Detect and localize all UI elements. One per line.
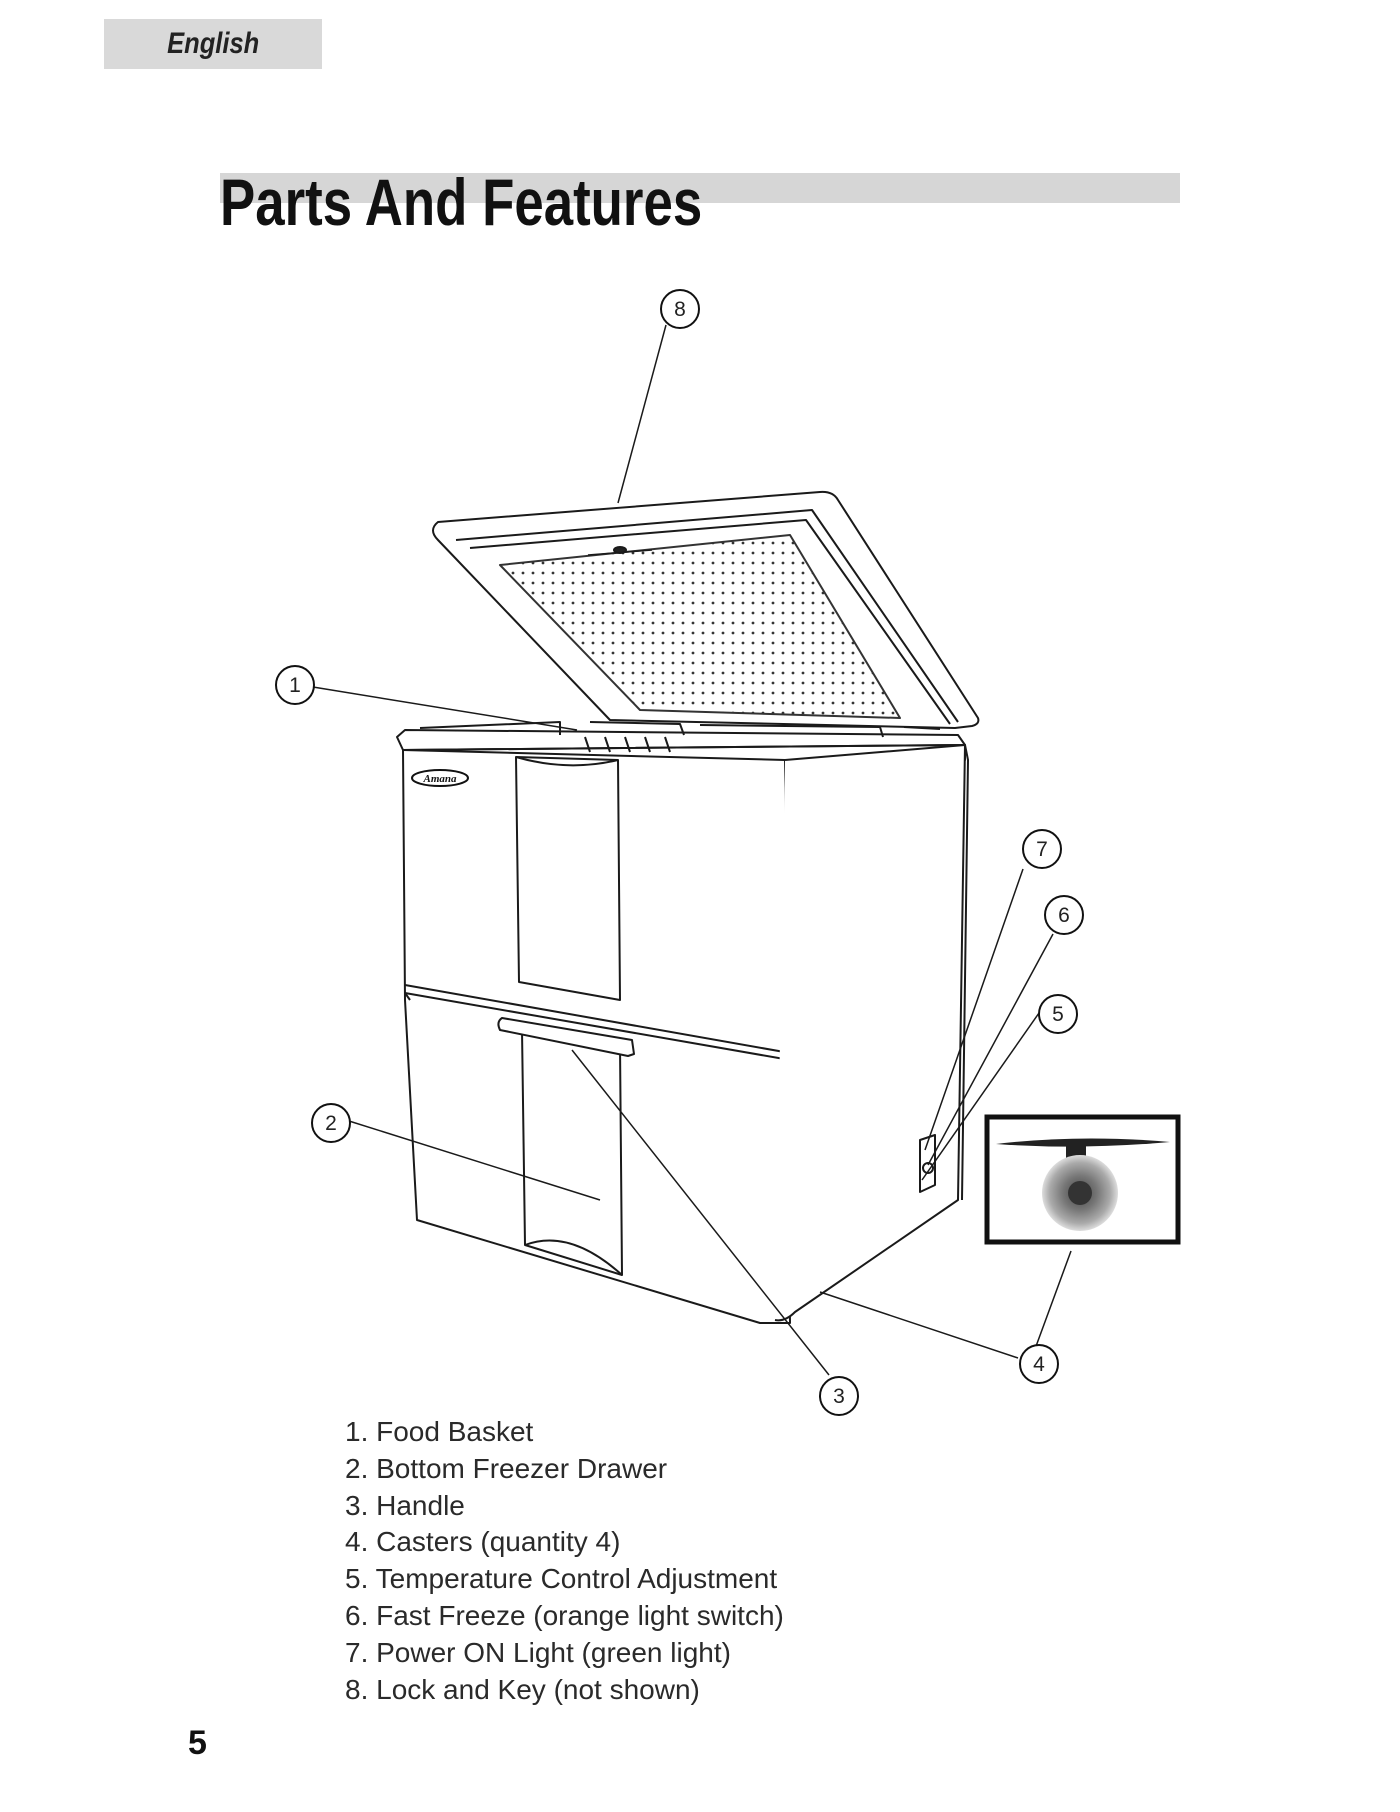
callout-6: 6 [1044, 895, 1084, 935]
cabinet-side [774, 744, 969, 1322]
language-tab: English [104, 19, 322, 69]
callout-5: 5 [1038, 994, 1078, 1034]
leader-lines [312, 324, 1072, 1376]
callout-2: 2 [311, 1103, 351, 1143]
part-temperature-control: 5. Temperature Control Adjustment [345, 1563, 778, 1595]
svg-text:3: 3 [833, 1385, 845, 1408]
part-food-basket: 1. Food Basket [345, 1416, 534, 1447]
part-power-on-light: 7. Power ON Light (green light) [345, 1636, 731, 1668]
page-title: Parts And Features [220, 165, 703, 239]
callout-3: 3 [819, 1376, 859, 1416]
part-casters: 4. Casters (quantity 4) [345, 1526, 621, 1558]
freezer-lid [432, 490, 980, 729]
language-label: English [166, 27, 260, 60]
part-handle: 3. Handle [345, 1489, 465, 1521]
svg-text:Amana: Amana [422, 773, 457, 785]
svg-text:5: 5 [1052, 1003, 1064, 1026]
svg-text:7: 7 [1036, 838, 1048, 861]
page-number: 5 [188, 1724, 207, 1762]
svg-text:6: 6 [1058, 904, 1070, 927]
part-bottom-freezer-drawer: 2. Bottom Freezer Drawer [345, 1452, 668, 1484]
callout-7: 7 [1022, 829, 1062, 869]
callout-8: 8 [660, 289, 700, 329]
caster-inset [984, 1114, 1181, 1245]
svg-text:1: 1 [289, 674, 301, 697]
amana-logo: Amana [411, 769, 469, 787]
callout-4: 4 [1019, 1344, 1059, 1384]
svg-text:8: 8 [674, 298, 686, 321]
title-underline-bar [220, 173, 1180, 203]
parts-list: 1. Food Basket 2. Bottom Freezer Drawer … [345, 1414, 784, 1708]
part-lock-and-key: 8. Lock and Key (not shown) [345, 1673, 700, 1705]
callout-1: 1 [275, 665, 315, 705]
part-fast-freeze: 6. Fast Freeze (orange light switch) [345, 1599, 784, 1631]
drawer-handle [497, 1017, 635, 1057]
svg-text:2: 2 [325, 1112, 337, 1135]
svg-text:4: 4 [1033, 1353, 1045, 1376]
